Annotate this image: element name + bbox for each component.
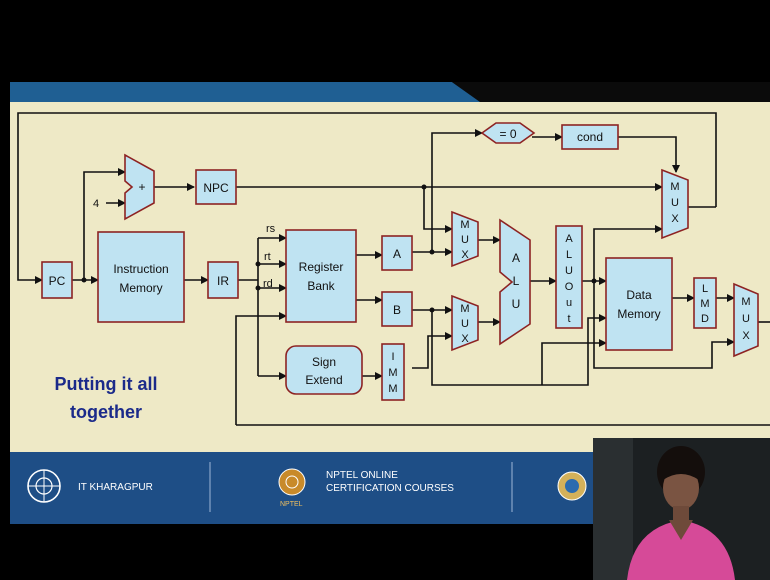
a-register-block: A: [382, 236, 412, 270]
mux-char: X: [671, 213, 679, 225]
lmd-char: D: [701, 313, 709, 325]
institute-name: IT KHARAGPUR: [78, 482, 153, 493]
a-label: A: [393, 247, 401, 261]
sign-extend-label-line2: Extend: [305, 373, 342, 387]
register-bank-label-line1: Register: [299, 260, 344, 274]
rd-label: rd: [263, 278, 273, 290]
imm-char: M: [388, 367, 397, 379]
lmd-char: L: [702, 283, 708, 295]
b-register-block: B: [382, 292, 412, 326]
instruction-memory-label-line1: Instruction: [113, 262, 168, 276]
nptel-logo: NPTEL: [279, 469, 305, 508]
pc-block: PC: [42, 262, 72, 298]
pc-label: PC: [49, 274, 66, 288]
partner-logo: [558, 472, 586, 500]
ir-label: IR: [217, 274, 229, 288]
mux-char: X: [742, 330, 750, 342]
lmd-char: M: [700, 298, 709, 310]
presenter-video: [593, 438, 770, 580]
alu-char: L: [513, 274, 520, 288]
rt-label: rt: [264, 251, 271, 263]
mux-char: X: [461, 249, 469, 261]
mux-alu-b: M U X: [452, 296, 478, 350]
sign-extend-label-line1: Sign: [312, 355, 336, 369]
mux-char: U: [742, 313, 750, 325]
register-bank-label-line2: Bank: [307, 279, 335, 293]
zero-test-block: = 0: [482, 123, 534, 143]
adder-label: +: [138, 180, 145, 194]
aluout-char: O: [565, 281, 574, 293]
lmd-block: L M D: [694, 278, 716, 328]
nptel-logo-text: NPTEL: [280, 501, 303, 508]
instruction-memory-label-line2: Memory: [119, 281, 162, 295]
mux-char: M: [670, 181, 679, 193]
zero-test-label: = 0: [499, 127, 516, 141]
b-label: B: [393, 303, 401, 317]
mux-char: M: [460, 303, 469, 315]
footer-content: IT KHARAGPUR NPTEL NPTEL ONLINE CERTIFIC…: [28, 462, 586, 512]
alu-block: A L U: [500, 220, 530, 344]
aluout-char: U: [565, 265, 573, 277]
mux-char: U: [671, 197, 679, 209]
nptel-line2: CERTIFICATION COURSES: [326, 483, 454, 494]
imm-char: I: [391, 351, 394, 363]
rs-label: rs: [266, 223, 276, 235]
nptel-line1: NPTEL ONLINE: [326, 470, 398, 481]
mux-next-pc: M U X: [662, 170, 688, 238]
data-memory-block: Data Memory: [606, 258, 672, 350]
alu-char: U: [512, 297, 521, 311]
npc-block: NPC: [196, 170, 236, 204]
data-memory-label-line1: Data: [626, 288, 652, 302]
ir-block: IR: [208, 262, 238, 298]
cond-block: cond: [562, 125, 618, 149]
mux-char: M: [741, 296, 750, 308]
register-bank-block: Register Bank: [286, 230, 356, 322]
adder-block: +: [125, 155, 154, 219]
aluout-char: A: [565, 233, 573, 245]
mux-alu-a: M U X: [452, 212, 478, 266]
presenter-image: [593, 438, 770, 580]
cond-label: cond: [577, 130, 603, 144]
sign-extend-block: Sign Extend: [286, 346, 362, 394]
imm-block: I M M: [382, 344, 404, 400]
iit-kharagpur-logo: [28, 470, 60, 502]
mux-char: M: [460, 219, 469, 231]
slide-title-line1: Putting it all: [55, 374, 158, 394]
mux-char: U: [461, 234, 469, 246]
aluout-block: A L U O u t: [556, 226, 582, 328]
slide-title-line2: together: [70, 402, 142, 422]
imm-char: M: [388, 383, 397, 395]
aluout-char: L: [566, 249, 572, 261]
aluout-char: t: [567, 313, 570, 325]
alu-char: A: [512, 251, 520, 265]
instruction-memory-block: Instruction Memory: [98, 232, 184, 322]
npc-label: NPC: [203, 181, 229, 195]
mux-char: X: [461, 333, 469, 345]
mux-char: U: [461, 318, 469, 330]
data-memory-label-line2: Memory: [617, 307, 660, 321]
aluout-char: u: [566, 297, 572, 309]
mux-writeback: M U X: [734, 284, 758, 356]
const-four-label: 4: [93, 198, 99, 210]
